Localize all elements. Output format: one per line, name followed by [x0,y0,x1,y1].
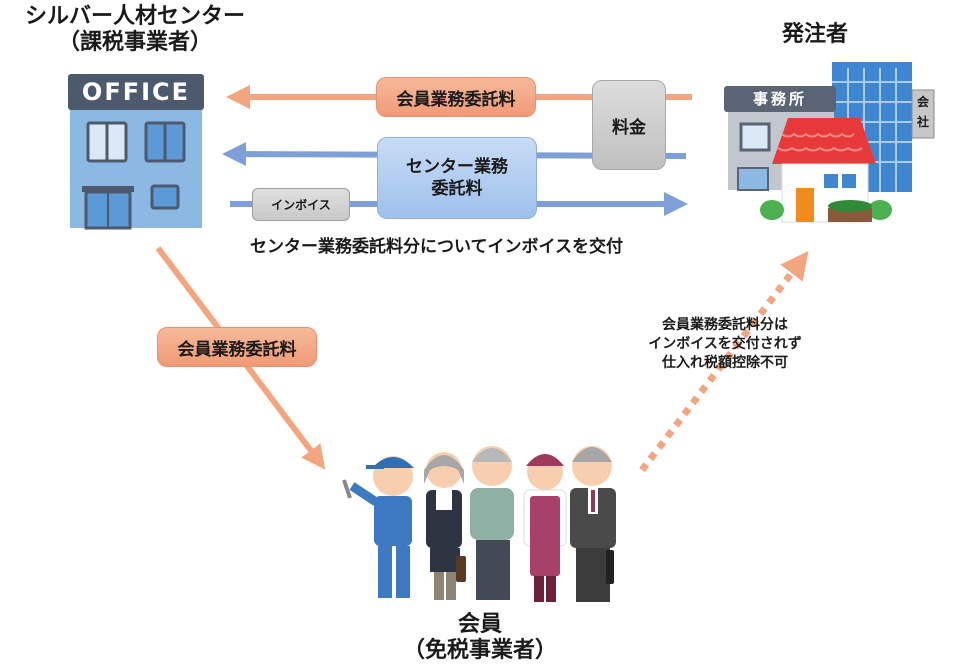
client-title: 発注者 [781,22,848,47]
members-name: 会員 [457,612,502,637]
fee-label: 料金 [592,80,666,170]
member-man-jacket-figure [470,446,514,600]
no-invoice-note: 会員業務委託料分は インボイスを交付されず 仕入れ税額控除不可 [620,316,830,373]
invoice-caption: センター業務委託料分についてインボイスを交付 [250,237,623,257]
member-man-suit-figure [570,446,616,602]
center-fee-line1: センター業務 [406,157,508,177]
member-woman-apron-figure [523,454,567,602]
note-line: インボイスを交付されず [648,336,802,352]
member-worker-figure [342,456,414,598]
client-office-sign: 事務所 [752,90,807,108]
client-buildings-icon [724,62,935,223]
members-illustration [342,446,616,602]
client-company-sign: 会社 [916,95,929,129]
member-fee-label-diagonal: 会員業務委託料 [157,327,317,367]
silver-center-name: シルバー人材センター [24,4,245,29]
invoice-label: インボイス [252,188,350,221]
office-sign-text: OFFICE [81,78,191,106]
note-line: 仕入れ税額控除不可 [662,355,788,371]
center-fee-line2: 委託料 [431,179,483,199]
member-woman-suit-figure [424,452,466,600]
members-status: （免税事業者） [402,638,557,663]
no-invoice-dotted-arrow [639,250,809,473]
members-title: 会員 （免税事業者） [380,612,580,664]
silver-center-title: シルバー人材センター （課税事業者） [0,4,270,56]
center-fee-label: センター業務 委託料 [377,137,537,219]
office-building-icon [68,74,204,230]
member-fee-label-top: 会員業務委託料 [376,77,536,117]
silver-center-status: （課税事業者） [57,30,212,55]
note-line: 会員業務委託料分は [662,317,788,333]
